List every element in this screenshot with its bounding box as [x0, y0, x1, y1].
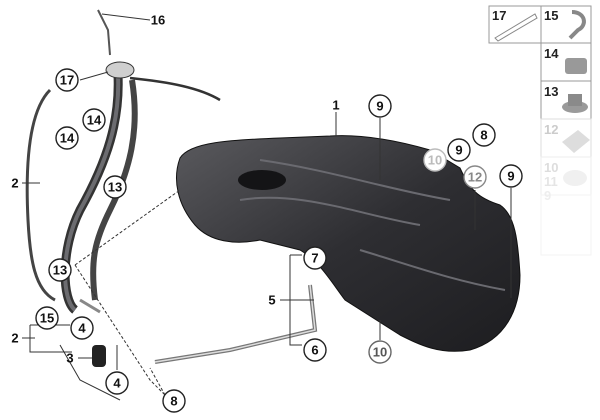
callout-label: 7: [311, 251, 318, 266]
callout-14[interactable]: 14: [55, 126, 79, 150]
callout-8[interactable]: 8: [162, 389, 186, 413]
parts-panel: [488, 5, 592, 256]
callout-10[interactable]: 10: [368, 340, 392, 364]
callout-label: 12: [468, 170, 482, 185]
callout-4[interactable]: 4: [105, 371, 129, 395]
callout-7[interactable]: 7: [303, 246, 327, 270]
callout-3[interactable]: 3: [66, 351, 73, 366]
callout-label: 13: [53, 263, 67, 278]
panel-cell-13[interactable]: 13: [544, 84, 558, 99]
panel-cell-9[interactable]: 9: [544, 188, 551, 203]
callout-13[interactable]: 13: [103, 175, 127, 199]
callout-label: 9: [455, 143, 462, 158]
callout-4[interactable]: 4: [70, 316, 94, 340]
callout-label: 9: [376, 99, 383, 114]
callout-9[interactable]: 9: [499, 164, 523, 188]
callout-label: 15: [40, 311, 54, 326]
fuel-tank[interactable]: [176, 135, 521, 352]
panel-cell-17[interactable]: 17: [492, 8, 506, 23]
callout-14[interactable]: 14: [82, 108, 106, 132]
tank-opening: [238, 170, 286, 190]
callout-15[interactable]: 15: [35, 306, 59, 330]
panel-cell-10[interactable]: 10: [544, 160, 558, 175]
callout-2[interactable]: 2: [11, 176, 18, 191]
callout-label: 10: [428, 153, 442, 168]
callout-label: 14: [60, 131, 75, 146]
callout-label: 4: [78, 321, 86, 336]
panel-cell-15[interactable]: 15: [544, 8, 558, 23]
filler-pipe[interactable]: [25, 9, 221, 367]
vent-valve: [97, 9, 111, 56]
callout-label: 14: [87, 113, 102, 128]
callout-label: 17: [60, 73, 74, 88]
callout-9[interactable]: 9: [447, 138, 471, 162]
callout-9[interactable]: 9: [368, 94, 392, 118]
parts-panel-images: [494, 10, 590, 186]
panel-cell-14[interactable]: 14: [544, 46, 559, 61]
callout-label: 9: [507, 169, 514, 184]
rubber-grommet: [92, 345, 106, 367]
callout-12[interactable]: 12: [463, 165, 487, 189]
callout-label: 6: [311, 343, 318, 358]
callout-6[interactable]: 6: [303, 338, 327, 362]
panel-cell-12[interactable]: 12: [544, 122, 558, 137]
callout-10[interactable]: 10: [423, 148, 447, 172]
callout-8[interactable]: 8: [472, 123, 496, 147]
callout-16[interactable]: 16: [151, 13, 165, 28]
callout-13[interactable]: 13: [48, 258, 72, 282]
tank-strap[interactable]: [154, 284, 318, 364]
callout-label: 8: [170, 394, 177, 409]
callout-5[interactable]: 5: [268, 293, 275, 308]
callout-17[interactable]: 17: [55, 68, 79, 92]
panel-cell-11[interactable]: 11: [544, 174, 558, 189]
callout-1[interactable]: 1: [332, 98, 339, 113]
callout-label: 13: [108, 180, 122, 195]
callout-label: 8: [480, 128, 487, 143]
callout-2[interactable]: 2: [11, 331, 18, 346]
callout-label: 4: [113, 376, 121, 391]
callout-label: 10: [373, 345, 387, 360]
